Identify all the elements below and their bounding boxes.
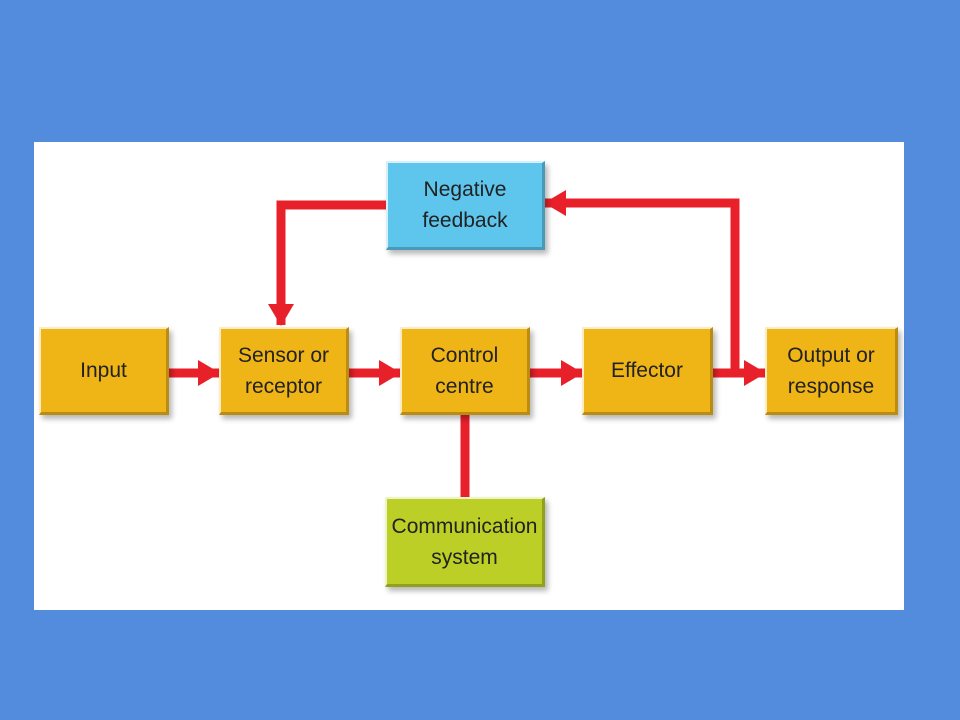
sensor-receptor-box: Sensor or receptor [219, 327, 349, 415]
output-response-box: Output or response [765, 327, 898, 415]
input-box: Input [39, 327, 169, 415]
arrow-feedback-to-sensor [268, 200, 386, 326]
communication-system-box: Communication system [385, 497, 545, 587]
control-centre-box: Control centre [400, 327, 530, 415]
arrow-output-to-feedback [544, 190, 740, 373]
effector-box: Effector [582, 327, 713, 415]
negative-feedback-box: Negative feedback [386, 161, 545, 250]
